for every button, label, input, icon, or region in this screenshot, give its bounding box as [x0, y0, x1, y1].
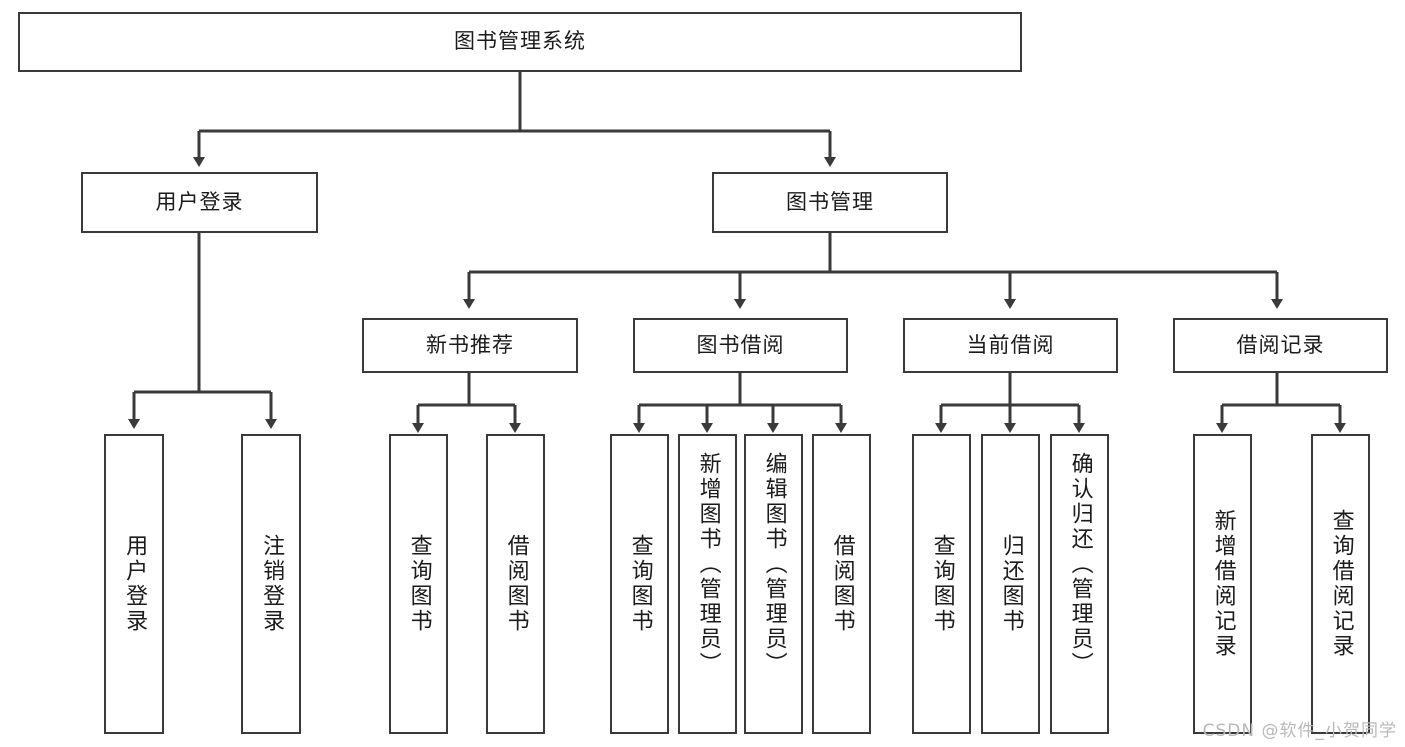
leaf-query-book-borrow[interactable]: 查询图书	[610, 434, 669, 734]
leaf-user-login[interactable]: 用户登录	[104, 434, 164, 734]
leaf-edit-book-admin[interactable]: 编辑图书（管理员）	[744, 434, 803, 734]
leaf-query-book-recommend[interactable]: 查询图书	[389, 434, 448, 734]
node-borrow-record[interactable]: 借阅记录	[1173, 318, 1388, 373]
node-current-borrow[interactable]: 当前借阅	[903, 318, 1118, 373]
leaf-add-borrow-record[interactable]: 新增借阅记录	[1193, 434, 1252, 734]
node-book-management[interactable]: 图书管理	[712, 172, 948, 233]
node-label: 编辑图书（管理员）	[761, 452, 787, 677]
leaf-logout[interactable]: 注销登录	[241, 434, 301, 734]
node-label: 新书推荐	[426, 332, 514, 357]
leaf-query-book-current[interactable]: 查询图书	[912, 434, 971, 734]
leaf-borrow-book[interactable]: 借阅图书	[812, 434, 871, 734]
node-label: 新增借阅记录	[1210, 509, 1236, 659]
node-label: 借阅图书	[503, 534, 529, 634]
node-label: 图书管理系统	[454, 29, 586, 54]
node-new-book-recommend[interactable]: 新书推荐	[362, 318, 578, 373]
node-book-borrow[interactable]: 图书借阅	[633, 318, 848, 373]
leaf-add-book-admin[interactable]: 新增图书（管理员）	[678, 434, 737, 734]
node-label: 新增图书（管理员）	[695, 452, 721, 677]
leaf-confirm-return-admin[interactable]: 确认归还（管理员）	[1050, 434, 1109, 734]
node-label: 归还图书	[998, 534, 1024, 634]
node-root-system[interactable]: 图书管理系统	[18, 12, 1022, 72]
node-label: 借阅记录	[1236, 332, 1325, 357]
node-label: 查询图书	[406, 534, 432, 634]
node-label: 查询借阅记录	[1328, 509, 1354, 659]
node-label: 查询图书	[627, 534, 653, 634]
node-label: 查询图书	[929, 534, 955, 634]
leaf-return-book[interactable]: 归还图书	[981, 434, 1040, 734]
node-label: 注销登录	[259, 534, 285, 634]
node-label: 用户登录	[155, 189, 244, 214]
node-label: 图书管理	[786, 189, 874, 214]
node-label: 用户登录	[122, 534, 148, 634]
node-user-login[interactable]: 用户登录	[81, 172, 318, 233]
leaf-borrow-book-recommend[interactable]: 借阅图书	[486, 434, 545, 734]
node-label: 借阅图书	[829, 534, 855, 634]
node-label: 确认归还（管理员）	[1067, 452, 1093, 677]
csdn-watermark: CSDN @软件_小贺同学	[1202, 721, 1397, 741]
node-label: 图书借阅	[696, 332, 785, 357]
leaf-query-borrow-record[interactable]: 查询借阅记录	[1311, 434, 1370, 734]
node-label: 当前借阅	[966, 332, 1055, 357]
